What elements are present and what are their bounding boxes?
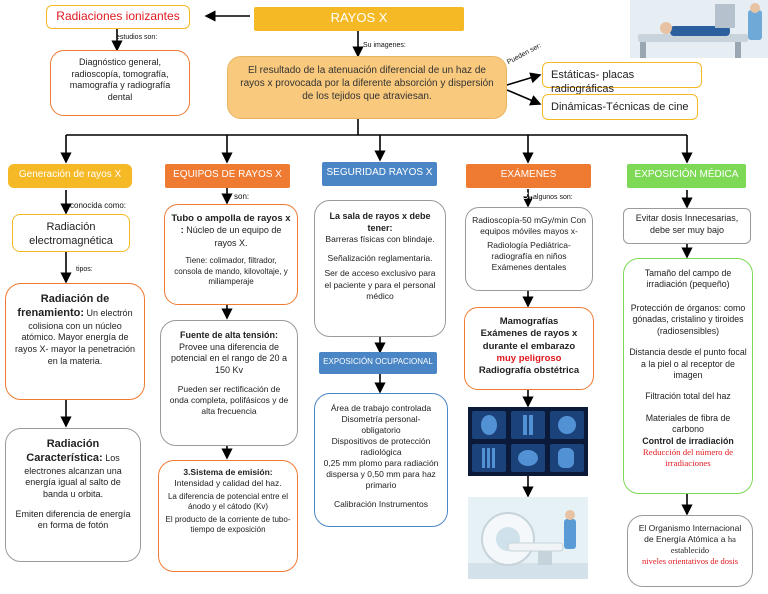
tube-components-text: Tiene: colimador, filtrador, consola de …	[174, 256, 288, 287]
exposure-measure-item: Materiales de fibra de carbono	[645, 412, 731, 435]
dynamic-images-text: Dinámicas-Técnicas de cine	[551, 101, 689, 113]
title-box: RAYOS X	[254, 7, 464, 31]
danger-text: muy peligroso	[496, 353, 562, 365]
avoid-dose-box: Evitar dosis Innecesarias, debe ser muy …	[623, 208, 751, 244]
pregnancy-text: Exámenes de rayos x durante el embarazo	[480, 328, 578, 352]
iaea-text-2: ha establecido	[670, 534, 736, 556]
occupational-item-last: Calibración Instrumentos	[333, 499, 428, 510]
known-as-label: conocida como:	[70, 201, 127, 210]
mammography-box: Mamografías Exámenes de rayos x durante …	[464, 307, 594, 390]
mammography-text: Mamografías	[499, 316, 559, 327]
occupational-box: Área de trabajo controlada Disometría pe…	[314, 393, 448, 527]
room-requirements-text-3: Ser de acceso exclusivo para el paciente…	[324, 268, 436, 301]
studies-link-label: estudios son:	[116, 34, 158, 41]
header-safety-label: SEGURIDAD RAYOS X	[326, 167, 433, 178]
static-images-text: Estáticas- placas radiográficas	[551, 69, 635, 96]
header-generation: Generación de rayos X	[8, 164, 132, 188]
occupational-item: Área de trabajo controlada	[330, 403, 432, 413]
high-voltage-text-2: Pueden ser rectificación de onda complet…	[169, 383, 289, 416]
header-exposure-label: EXPOSICIÓN MÉDICA	[634, 169, 739, 180]
occupational-item: Disometría personal- obligatorio	[341, 414, 421, 436]
exam-item: Radioscopía-50 mGy/min Con equipos móvil…	[472, 215, 586, 237]
obstetric-text: Radiografía obstétrica	[478, 365, 580, 377]
characteristic-title: Radiación Característica:	[26, 438, 103, 465]
room-requirements-box: La sala de rayos x debe tener: Barreras …	[314, 200, 446, 337]
irradiation-control-text: Control de irradiación	[642, 435, 734, 446]
header-generation-label: Generación de rayos X	[18, 169, 122, 180]
high-voltage-box: Fuente de alta tensión: Provee una difer…	[160, 320, 298, 446]
xray-room-photo	[630, 0, 768, 58]
exposure-measure-item: Protección de órganos: como gónadas, cri…	[630, 302, 746, 336]
exposure-measure-item: Tamaño del campo de irradiación (pequeño…	[644, 268, 732, 290]
tube-text: Núcleo de un equipo de rayos X.	[186, 225, 282, 248]
images-definition-text: El resultado de la atenuación diferencia…	[240, 65, 494, 102]
occupational-item: Dispositivos de protección radiológica	[331, 436, 431, 458]
emission-system-text: Intensidad y calidad del haz.	[174, 478, 282, 489]
iaea-dose-levels-text: niveles orientativos de dosis	[641, 556, 739, 567]
room-requirements-text-2: Señalización reglamentaria.	[327, 253, 433, 264]
avoid-dose-text: Evitar dosis Innecesarias, debe ser muy …	[635, 213, 739, 235]
occupational-header: EXPOSICIÓN OCUPACIONAL	[319, 352, 437, 374]
room-requirements-title: La sala de rayos x debe tener:	[329, 211, 431, 233]
emission-system-title: 3.Sistema de emisión:	[183, 467, 273, 477]
ionizing-radiation-label: Radiaciones ionizantes	[56, 9, 180, 23]
exam-item: Radiología Pediátrica- radiografía en ni…	[487, 240, 571, 262]
xray-images-photo	[468, 407, 588, 476]
page-title: RAYOS X	[330, 10, 388, 25]
header-equipment: EQUIPOS DE RAYOS X	[165, 164, 290, 188]
header-safety: SEGURIDAD RAYOS X	[322, 162, 437, 186]
ionizing-radiation-box: Radiaciones ionizantes	[46, 5, 190, 29]
header-exams-label: EXÁMENES ESPECÍFICOS	[494, 169, 563, 202]
exam-item: Exámenes dentales	[491, 262, 567, 273]
characteristic-text: Los electrones alcanzan una energía igua…	[24, 453, 122, 499]
emission-system-text-3: El producto de la corriente de tubo- tie…	[165, 514, 291, 535]
images-definition-box: El resultado de la atenuación diferencia…	[227, 56, 507, 119]
characteristic-box: Radiación Característica: Los electrones…	[5, 428, 141, 562]
exposure-measure-item: Filtración total del haz	[645, 391, 731, 402]
em-radiation-box: Radiación electromagnética	[12, 214, 130, 252]
some-are-label: algunos son:	[533, 194, 573, 201]
header-exams: EXÁMENES ESPECÍFICOS	[466, 164, 591, 202]
high-voltage-text: Provee una diferencia de potencial en el…	[170, 341, 288, 376]
high-voltage-title: Fuente de alta tensión:	[179, 330, 278, 340]
occupational-header-label: EXPOSICIÓN OCUPACIONAL	[323, 357, 433, 366]
bremsstrahlung-title: Radiación de frenamiento:	[17, 293, 110, 320]
bremsstrahlung-text: Un electrón colisiona con un núcleo atóm…	[14, 308, 136, 366]
iaea-box: El Organismo Internacional de Energía At…	[627, 515, 753, 587]
em-radiation-text: Radiación electromagnética	[29, 221, 113, 248]
static-images-box: Estáticas- placas radiográficas	[542, 62, 702, 95]
exam-list-box: Radioscopía-50 mGy/min Con equipos móvil…	[465, 207, 593, 291]
irradiation-reduction-text: Reducción del número de irradiaciones	[642, 447, 734, 469]
header-exposure: EXPOSICIÓN MÉDICA	[627, 164, 746, 188]
tube-box: Tubo o ampolla de rayos x : Núcleo de un…	[164, 204, 298, 305]
occupational-item: 0,25 mm plomo para radiación dispersa y …	[323, 458, 439, 491]
tube-title: Tubo o ampolla de rayos x :	[171, 213, 291, 237]
room-requirements-text: Barreras físicas con blindaje.	[325, 234, 435, 245]
header-equipment-label: EQUIPOS DE RAYOS X	[173, 169, 282, 180]
studies-box: Diagnóstico general, radioscopía, tomogr…	[50, 50, 190, 116]
iaea-text: El Organismo Internacional de Energía At…	[638, 523, 742, 545]
types-label: tipos:	[76, 266, 93, 273]
emission-system-text-2: La diferencia de potencial entre el ánod…	[167, 492, 289, 512]
exposure-measures-box: Tamaño del campo de irradiación (pequeño…	[623, 258, 753, 494]
are-label: son:	[234, 192, 250, 201]
characteristic-text-2: Emiten diferencia de energía en forma de…	[15, 508, 131, 531]
bremsstrahlung-box: Radiación de frenamiento: Un electrón co…	[5, 283, 145, 400]
ct-machine-photo	[468, 497, 588, 579]
images-link-label: Su imagenes:	[363, 42, 406, 49]
exposure-measure-item: Distancia desde el punto focal a la piel…	[629, 347, 747, 380]
dynamic-images-box: Dinámicas-Técnicas de cine	[542, 94, 698, 120]
emission-system-box: 3.Sistema de emisión: Intensidad y calid…	[158, 460, 298, 572]
studies-text: Diagnóstico general, radioscopía, tomogr…	[69, 57, 171, 103]
